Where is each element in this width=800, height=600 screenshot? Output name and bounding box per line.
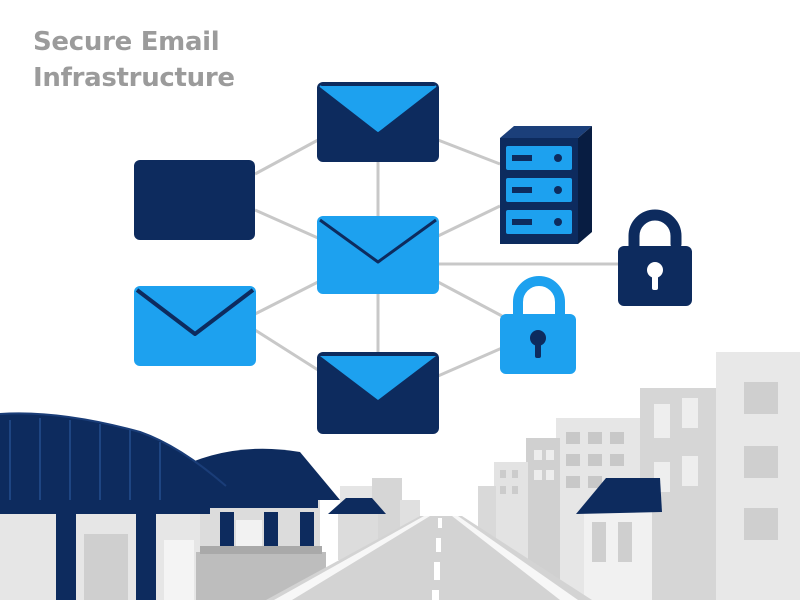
connector bbox=[254, 208, 319, 240]
connector bbox=[254, 138, 319, 176]
connector bbox=[254, 328, 319, 372]
padlock-icon bbox=[618, 209, 692, 306]
connector bbox=[437, 204, 501, 238]
envelope-icon bbox=[134, 160, 255, 240]
envelope-icon bbox=[317, 352, 439, 434]
cityscape bbox=[0, 352, 800, 600]
connector bbox=[254, 280, 319, 316]
left-traditional-buildings bbox=[0, 412, 340, 600]
connector bbox=[437, 280, 503, 318]
connectors bbox=[254, 138, 620, 378]
title-line-1: Secure Email bbox=[33, 27, 220, 57]
server-rack-icon bbox=[500, 126, 592, 244]
envelope-icon bbox=[317, 216, 439, 294]
connector bbox=[437, 138, 501, 166]
road bbox=[266, 516, 592, 600]
padlock-icon bbox=[500, 276, 576, 374]
right-traditional-roof bbox=[576, 478, 662, 600]
connector bbox=[437, 346, 503, 378]
envelope-icon bbox=[134, 286, 256, 366]
envelope-icon bbox=[317, 82, 439, 162]
page-title: Secure Email Infrastructure bbox=[33, 24, 235, 96]
title-line-2: Infrastructure bbox=[33, 63, 235, 93]
